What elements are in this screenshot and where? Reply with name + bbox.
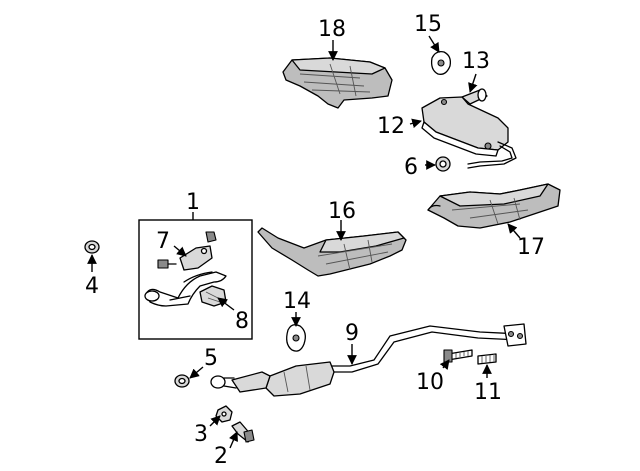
callout-16: 16 xyxy=(328,199,356,224)
gasket-6 xyxy=(435,156,451,172)
nut-3 xyxy=(215,405,233,423)
callout-12: 12 xyxy=(377,114,405,139)
callout-18: 18 xyxy=(318,17,346,42)
callout-1: 1 xyxy=(186,190,200,215)
leader-15 xyxy=(428,35,440,53)
callout-14: 14 xyxy=(283,289,311,314)
callout-4: 4 xyxy=(85,274,99,299)
front-exhaust-pipe xyxy=(329,323,527,373)
callout-13: 13 xyxy=(462,49,490,74)
callout-15: 15 xyxy=(414,12,442,37)
stud-11 xyxy=(477,353,497,365)
leader-10 xyxy=(439,359,450,370)
callout-7: 7 xyxy=(156,229,170,254)
gasket-4 xyxy=(84,240,100,254)
leader-12 xyxy=(409,118,422,129)
manifold-shield-8 xyxy=(199,285,227,307)
bolt-small xyxy=(157,259,177,269)
callout-2: 2 xyxy=(214,444,228,469)
leader-2 xyxy=(228,431,238,449)
leader-17 xyxy=(507,223,521,239)
callout-labels: 1 2 3 4 5 6 7 8 9 10 11 12 13 14 15 16 1… xyxy=(85,12,545,469)
hanger-15 xyxy=(430,50,452,75)
leader-7 xyxy=(173,245,187,257)
gasket-5 xyxy=(174,374,190,388)
leader-3 xyxy=(209,415,221,427)
leader-13 xyxy=(468,73,478,93)
heat-shield-center xyxy=(257,227,407,277)
catalytic-converter xyxy=(210,361,335,397)
muffler xyxy=(421,96,517,169)
leader-lines xyxy=(87,35,521,449)
callout-8: 8 xyxy=(235,309,249,334)
callout-3: 3 xyxy=(194,422,208,447)
heat-shield-upper xyxy=(282,57,393,109)
hanger-14 xyxy=(286,324,306,352)
callout-9: 9 xyxy=(345,321,359,346)
leader-5 xyxy=(189,366,204,379)
callout-10: 10 xyxy=(416,370,444,395)
leader-8 xyxy=(217,297,235,311)
heat-shield-rear xyxy=(427,183,561,229)
callout-17: 17 xyxy=(517,235,545,260)
bolt-2 xyxy=(231,421,255,443)
exhaust-manifold-pipe xyxy=(144,271,227,307)
callout-6: 6 xyxy=(404,155,418,180)
bracket-7 xyxy=(179,231,217,271)
callout-5: 5 xyxy=(204,346,218,371)
bolt-10 xyxy=(443,349,473,363)
callout-11: 11 xyxy=(474,380,502,405)
